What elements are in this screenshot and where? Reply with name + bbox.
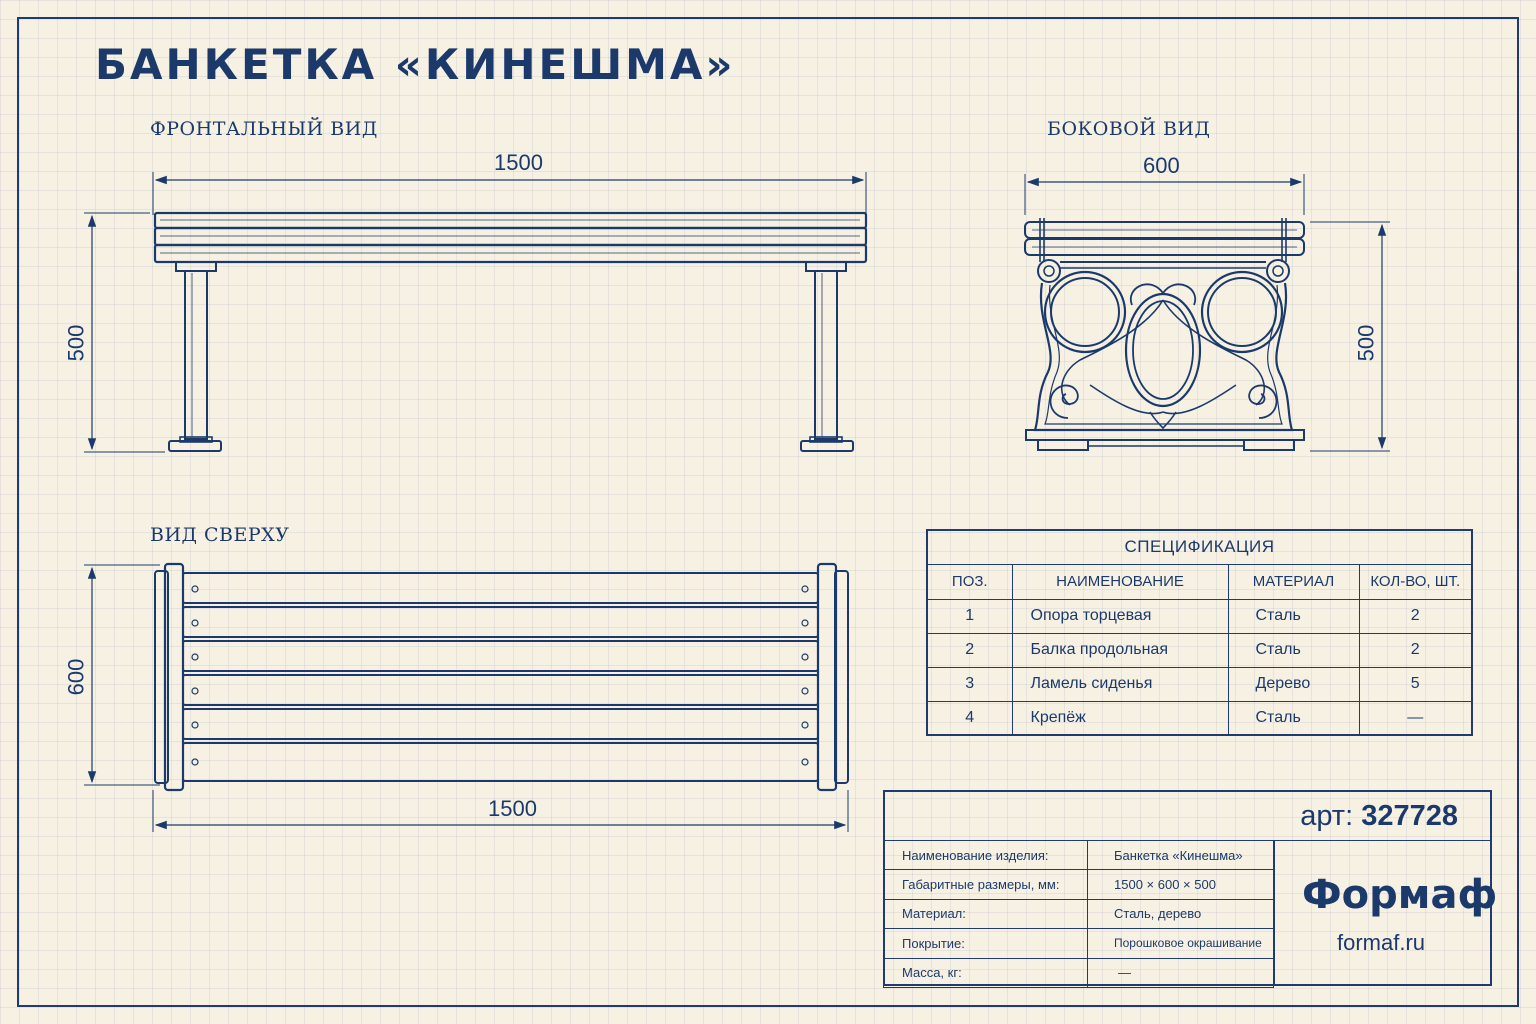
spec-cell-name: Крепёж <box>1011 700 1229 736</box>
spec-cell-name: Балка продольная <box>1011 632 1229 668</box>
article-value: 327728 <box>1361 800 1458 832</box>
spec-cell-name: Ламель сиденья <box>1011 666 1229 702</box>
spec-cell-qty: 5 <box>1358 666 1473 702</box>
tb-value: Порошковое окрашивание <box>1087 928 1274 959</box>
spec-cell-qty: — <box>1358 700 1473 736</box>
drawing-frame <box>17 17 1519 1007</box>
spec-cell-pos: 4 <box>926 700 1013 736</box>
side-height-dimension: 500 <box>1353 324 1379 362</box>
spec-caption: СПЕЦИФИКАЦИЯ <box>926 529 1473 565</box>
spec-cell-material: Дерево <box>1227 666 1360 702</box>
page-title: БАНКЕТКА «КИНЕШМА» <box>95 40 736 89</box>
spec-cell-pos: 1 <box>926 598 1013 634</box>
brand-logo: Формаф <box>1302 872 1498 918</box>
table-row: 2 Балка продольная Сталь 2 <box>926 632 1473 668</box>
front-view-drawing <box>84 172 868 453</box>
tb-value: Банкетка «Кинешма» <box>1087 839 1274 871</box>
table-row: 1 Опора торцевая Сталь 2 <box>926 598 1473 634</box>
tb-key: Масса, кг: <box>883 957 1088 989</box>
spec-cell-qty: 2 <box>1358 598 1473 634</box>
top-view-label: ВИД СВЕРХУ <box>150 524 290 546</box>
side-view-label: БОКОВОЙ ВИД <box>1047 118 1211 140</box>
table-row: Масса, кг: — <box>883 957 1274 989</box>
spec-cell-material: Сталь <box>1227 632 1360 668</box>
top-width-dimension: 1500 <box>488 796 537 821</box>
table-row: Габаритные размеры, мм: 1500 × 600 × 500 <box>883 869 1274 900</box>
specification-table: СПЕЦИФИКАЦИЯ ПОЗ. НАИМЕНОВАНИЕ МАТЕРИАЛ … <box>926 529 1473 736</box>
spec-col-qty: КОЛ-ВО, ШТ. <box>1358 563 1473 600</box>
side-width-dimension: 600 <box>1143 153 1180 178</box>
table-row: 4 Крепёж Сталь — <box>926 700 1473 736</box>
front-view-label: ФРОНТАЛЬНЫЙ ВИД <box>150 118 378 140</box>
spec-col-pos: ПОЗ. <box>926 563 1013 600</box>
brand-website: formaf.ru <box>1337 930 1426 955</box>
spec-cell-pos: 3 <box>926 666 1013 702</box>
top-depth-dimension: 600 <box>63 658 89 696</box>
tb-value: — <box>1087 957 1274 989</box>
tb-key: Габаритные размеры, мм: <box>883 869 1088 900</box>
spec-cell-material: Сталь <box>1227 700 1360 736</box>
top-view-drawing <box>84 562 849 832</box>
tb-key: Покрытие: <box>883 928 1088 959</box>
article-label: арт: <box>1300 800 1354 832</box>
article-number: арт: 327728 <box>1300 800 1458 833</box>
side-view-drawing <box>1024 174 1390 452</box>
table-row: Материал: Сталь, дерево <box>883 898 1274 930</box>
table-row: 3 Ламель сиденья Дерево 5 <box>926 666 1473 702</box>
spec-col-material: МАТЕРИАЛ <box>1227 563 1360 600</box>
tb-key: Наименование изделия: <box>883 839 1088 871</box>
title-block: арт: 327728 Наименование изделия: Банкет… <box>883 790 1492 989</box>
spec-cell-pos: 2 <box>926 632 1013 668</box>
front-height-dimension: 500 <box>63 324 89 362</box>
tb-key: Материал: <box>883 898 1088 930</box>
spec-cell-material: Сталь <box>1227 598 1360 634</box>
table-row: Наименование изделия: Банкетка «Кинешма» <box>883 839 1274 871</box>
tb-value: 1500 × 600 × 500 <box>1087 869 1274 900</box>
tb-value: Сталь, дерево <box>1087 898 1274 930</box>
front-width-dimension: 1500 <box>494 150 543 175</box>
title-block-table: Наименование изделия: Банкетка «Кинешма»… <box>883 839 1274 989</box>
spec-col-name: НАИМЕНОВАНИЕ <box>1011 563 1229 600</box>
spec-header-row: ПОЗ. НАИМЕНОВАНИЕ МАТЕРИАЛ КОЛ-ВО, ШТ. <box>926 563 1473 600</box>
spec-cell-name: Опора торцевая <box>1011 598 1229 634</box>
brand-panel <box>1274 840 1490 984</box>
table-row: Покрытие: Порошковое окрашивание <box>883 928 1274 959</box>
spec-cell-qty: 2 <box>1358 632 1473 668</box>
